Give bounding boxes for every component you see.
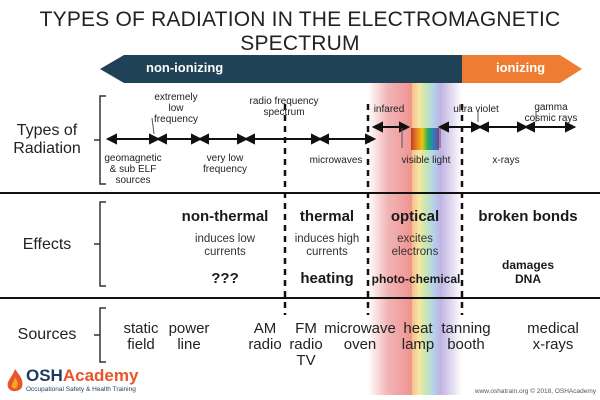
effect-thermal-desc: induces high currents: [294, 233, 360, 258]
label-infrared: infared: [373, 104, 405, 115]
row-label-sources: Sources: [17, 326, 77, 343]
source-microwave-oven: microwave oven: [324, 320, 396, 353]
effect-optical-desc: excites electrons: [391, 233, 439, 258]
label-geomagnetic: geomagnetic & sub ELF sources: [104, 153, 162, 186]
visible-light-swatch: [411, 128, 439, 150]
effect-heating: heating: [300, 270, 354, 287]
effect-nonthermal-desc: induces low currents: [194, 233, 256, 258]
row-brackets: [94, 95, 106, 363]
ultraviolet-band: [440, 82, 462, 395]
label-xrays: x-rays: [492, 155, 520, 166]
logo-academy: Academy: [62, 366, 139, 385]
flame-icon: [7, 369, 23, 392]
source-power-line: power line: [168, 320, 210, 353]
source-static-field: static field: [123, 320, 159, 353]
row-label-effects: Effects: [22, 236, 72, 253]
divider-bottom: [0, 297, 600, 299]
source-medical-xrays: medical x-rays: [527, 320, 579, 353]
ionizing-label: ionizing: [496, 60, 546, 75]
osh-academy-logo: OSHAcademy Occupational Safety & Health …: [4, 366, 144, 398]
effect-nonthermal-unknown: ???: [211, 270, 239, 287]
effect-optical: optical: [390, 208, 440, 225]
non-ionizing-label: non-ionizing: [146, 60, 224, 75]
effect-damages-dna: damages DNA: [501, 258, 555, 286]
effect-photochemical: photo-chemical: [371, 272, 461, 286]
label-gamma: gamma cosmic rays: [524, 102, 578, 124]
label-ultraviolet: ultra violet: [453, 104, 499, 115]
row-label-types: Types of Radiation: [13, 122, 81, 157]
label-visible-light: visible light: [401, 155, 451, 166]
infrared-band: [368, 82, 412, 395]
divider-top: [0, 192, 600, 194]
leader-lines: [151, 112, 537, 148]
label-microwaves: microwaves: [309, 155, 363, 166]
label-vlf: very low frequency: [203, 153, 247, 175]
effect-nonthermal: non-thermal: [181, 208, 269, 225]
logo-tagline: Occupational Safety & Health Training: [26, 386, 136, 393]
effect-thermal: thermal: [299, 208, 355, 225]
credit-text: www.oshatrain.org © 2018, OSHAcademy: [474, 388, 596, 395]
spectrum-arrows: [105, 121, 577, 145]
label-elf: extremely low frequency: [154, 92, 198, 125]
source-tanning-booth: tanning booth: [441, 320, 491, 353]
page-title: TYPES OF RADIATION IN THE ELECTROMAGNETI…: [39, 8, 561, 55]
source-am-radio: AM radio: [248, 320, 282, 353]
effect-broken-bonds: broken bonds: [478, 208, 578, 225]
source-fm-radio-tv: FM radio TV: [289, 320, 323, 369]
non-ionizing-arrow: [100, 55, 462, 83]
label-rf-spectrum: radio frequency spectrum: [249, 96, 319, 118]
logo-osh: OSH: [26, 366, 63, 385]
source-heat-lamp: heat lamp: [401, 320, 435, 353]
ionizing-arrow: [462, 55, 582, 83]
